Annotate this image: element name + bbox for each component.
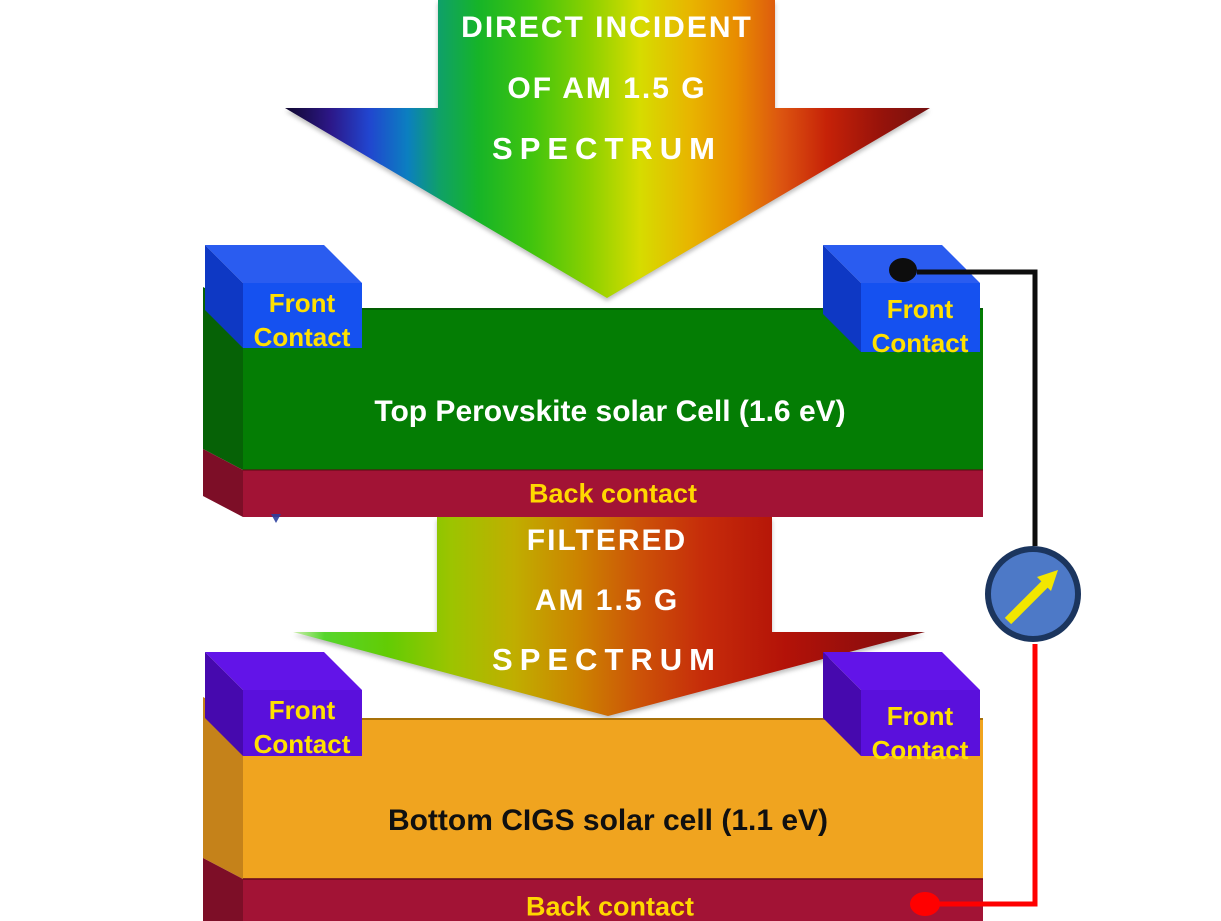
wire-top-black [917, 269, 1038, 546]
bottom-back-contact-side-face [203, 858, 243, 921]
bottom-back-contact-front-face [243, 879, 983, 921]
ammeter-needle [1004, 579, 1050, 625]
cigs-front-face [243, 718, 983, 879]
perovskite-front-face [243, 308, 983, 470]
perovskite-cell-label: Top Perovskite solar Cell (1.6 eV) [374, 395, 846, 428]
front-contact-word: Front [268, 695, 336, 725]
front-contact-bottom-right-label: Front Contact [872, 699, 969, 767]
wire-bottom-red [928, 644, 1038, 907]
front-contact-word: Contact [871, 328, 969, 358]
filtered-arrow-line1: FILTERED [526, 524, 688, 557]
front-contact-word: Front [886, 701, 954, 731]
front-contact-word: Contact [253, 729, 351, 759]
front-contact-top-left-top-face [205, 245, 362, 283]
front-contact-top-left-front-face [243, 283, 362, 348]
cigs-cell-label: Bottom CIGS solar cell (1.1 eV) [387, 804, 829, 837]
front-contact-bottom-right-top-face [823, 652, 980, 690]
front-contact-bottom-right-side-face [823, 652, 861, 756]
front-contact-top-left-side-face [205, 245, 243, 348]
ammeter-needle-head [1037, 570, 1058, 591]
incident-arrow-line1: DIRECT INCIDENT [461, 11, 753, 44]
filtered-spectrum-arrow [293, 517, 925, 716]
filtered-arrow-line3: SPECTRUM [492, 642, 722, 677]
top-back-contact-front-face [243, 470, 983, 517]
front-contact-word: Contact [871, 735, 969, 765]
top-back-contact-label: Back contact [528, 478, 698, 509]
cursor-artifact [271, 514, 281, 523]
front-contact-bottom-left-side-face [205, 652, 243, 756]
bottom-back-contact-label: Back contact [525, 891, 695, 921]
incident-arrow-line3: SPECTRUM [492, 131, 722, 166]
front-contact-bottom-left-front-face [243, 690, 362, 756]
front-contact-top-right-label: Front Contact [872, 292, 969, 360]
front-contact-word: Front [268, 288, 336, 318]
front-contact-top-right-front-face [861, 283, 980, 352]
top-back-contact-side-face [203, 449, 243, 517]
front-contact-top-left-label: Front Contact [254, 286, 351, 354]
incident-spectrum-arrow [285, 0, 930, 298]
incident-arrow-line2: OF AM 1.5 G [507, 72, 707, 105]
front-contact-bottom-left-top-face [205, 652, 362, 690]
front-contact-word: Contact [253, 322, 351, 352]
front-contact-bottom-right-front-face [861, 690, 980, 756]
filtered-arrow-line2: AM 1.5 G [534, 584, 680, 617]
terminal-dot-top [889, 258, 917, 282]
front-contact-bottom-left-label: Front Contact [254, 693, 351, 761]
front-contact-word: Front [886, 294, 954, 324]
front-contact-top-right-side-face [823, 245, 861, 352]
terminal-dot-bottom [910, 892, 940, 916]
